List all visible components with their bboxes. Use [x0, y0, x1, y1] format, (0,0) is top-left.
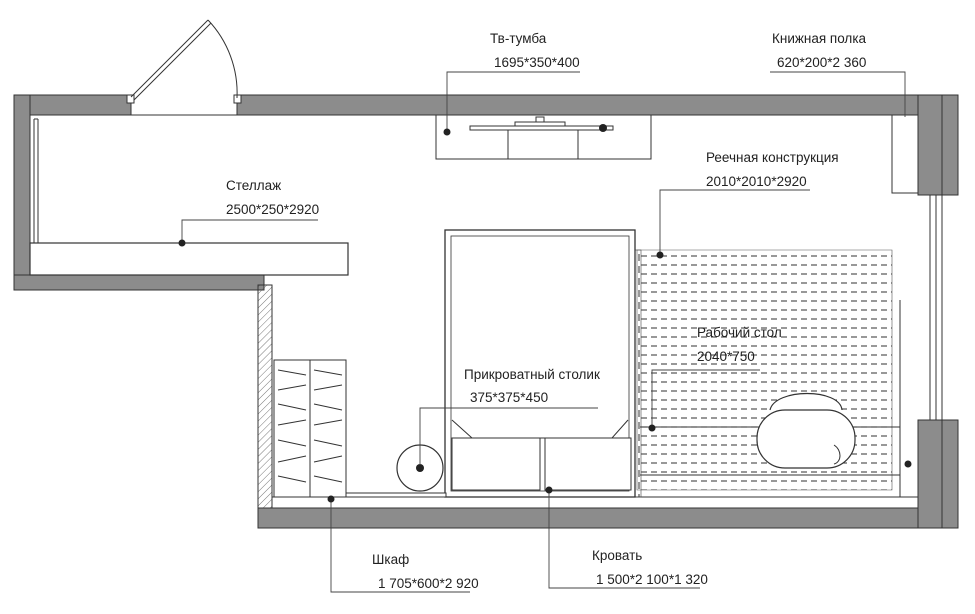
- bed: [444, 229, 636, 498]
- slat-size: 2010*2010*2920: [706, 174, 807, 189]
- desk-name: Рабочий стол: [697, 325, 782, 340]
- desk-size: 2040*750: [697, 349, 755, 364]
- rack-size: 2500*250*2920: [226, 202, 319, 217]
- entrance-door: [126, 19, 242, 104]
- leader-lines: [178, 71, 912, 593]
- tv-stand-name: Тв-тумба: [490, 31, 547, 46]
- window: [918, 194, 958, 421]
- tv-stand-size: 1695*350*400: [494, 55, 580, 70]
- rack-name: Стеллаж: [226, 178, 281, 193]
- tv-stand: [435, 114, 652, 160]
- nightstand-name: Прикроватный столик: [464, 367, 600, 382]
- wardrobe: [273, 359, 447, 498]
- slat-construction: [634, 249, 893, 498]
- walls: [13, 94, 959, 529]
- wardrobe-size: 1 705*600*2 920: [378, 576, 479, 591]
- bed-name: Кровать: [592, 548, 642, 563]
- wardrobe-name: Шкаф: [372, 552, 409, 567]
- rack: [29, 118, 349, 276]
- bed-size: 1 500*2 100*1 320: [596, 572, 708, 587]
- slat-name: Реечная конструкция: [706, 150, 839, 165]
- nightstand-size: 375*375*450: [470, 390, 548, 405]
- bookshelf: [891, 114, 919, 194]
- bookshelf-name: Книжная полка: [772, 31, 867, 46]
- bookshelf-size: 620*200*2 360: [777, 55, 866, 70]
- desk: [640, 300, 901, 497]
- labels: Тв-тумба 1695*350*400 Книжная полка 620*…: [226, 31, 867, 591]
